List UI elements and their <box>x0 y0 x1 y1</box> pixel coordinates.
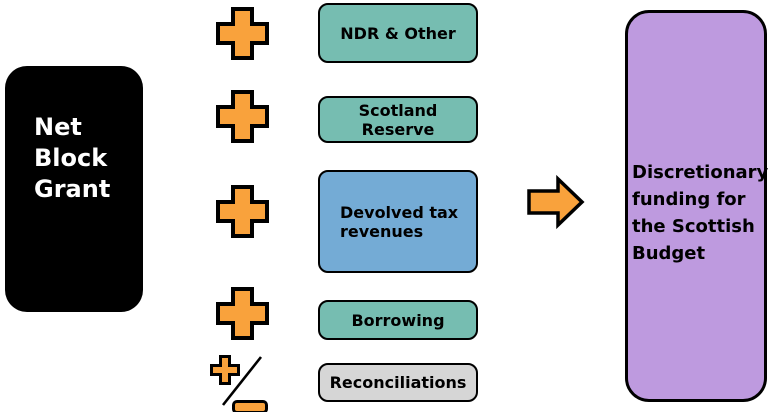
component-box-ndr-other: NDR & Other <box>318 3 478 63</box>
plus-icon <box>216 185 269 238</box>
minus-icon <box>232 400 268 412</box>
discretionary-funding-node: Discretionary funding for the Scottish B… <box>625 10 768 402</box>
small-plus-icon <box>210 355 240 385</box>
plus-icon <box>216 90 269 143</box>
component-box-devolved-tax-revenues: Devolved tax revenues <box>318 170 478 273</box>
plus-minus-icon <box>210 355 268 412</box>
plus-icon <box>216 287 269 340</box>
component-box-borrowing: Borrowing <box>318 300 478 340</box>
plus-icon <box>216 7 269 60</box>
net-block-grant-node: Net Block Grant <box>5 66 143 312</box>
slash-icon <box>221 356 263 406</box>
component-box-scotland-reserve: Scotland Reserve <box>318 96 478 143</box>
component-box-reconciliations: Reconciliations <box>318 363 478 402</box>
arrow-right-icon <box>527 174 585 230</box>
